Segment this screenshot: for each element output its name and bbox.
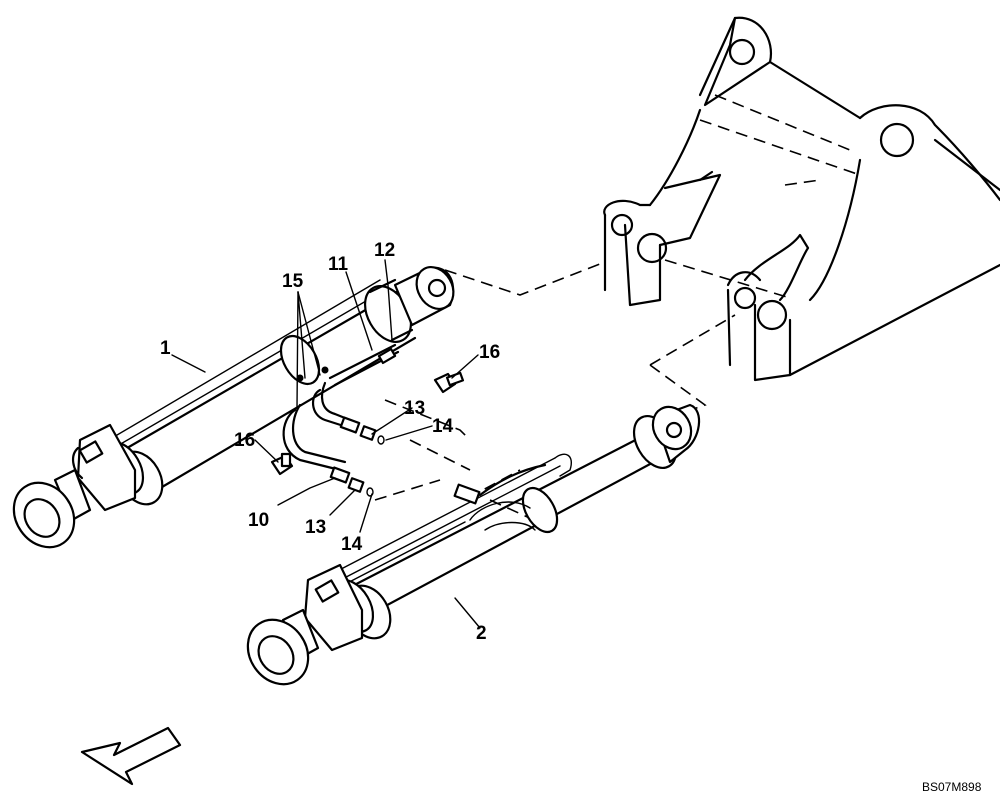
hoses bbox=[282, 343, 547, 505]
callout-11: 11 bbox=[328, 254, 349, 275]
callout-16-right: 16 bbox=[479, 342, 500, 363]
callout-10: 10 bbox=[248, 510, 269, 531]
callout-15: 15 bbox=[282, 271, 304, 292]
callout-14-upper: 14 bbox=[432, 416, 454, 437]
drawing-code: BS07M898 bbox=[922, 780, 982, 794]
callout-labels: 1 2 10 11 12 13 13 14 14 15 16 16 bbox=[160, 240, 500, 644]
callout-14-lower: 14 bbox=[341, 534, 363, 555]
cylinder-1 bbox=[12, 266, 455, 549]
bolt-part-16-right bbox=[433, 371, 465, 394]
callout-16-left: 16 bbox=[234, 430, 255, 451]
callout-12: 12 bbox=[374, 240, 395, 261]
callout-13-upper: 13 bbox=[404, 398, 425, 419]
callout-1: 1 bbox=[160, 338, 171, 359]
leader-lines bbox=[171, 259, 481, 629]
bolt-part-16-left bbox=[270, 452, 294, 476]
bucket-assembly bbox=[603, 16, 1000, 382]
dashed-guides bbox=[374, 261, 736, 526]
cylinder-2 bbox=[246, 403, 701, 686]
callout-13-lower: 13 bbox=[305, 517, 326, 538]
direction-arrow-icon bbox=[80, 726, 182, 786]
callout-2: 2 bbox=[476, 623, 487, 644]
